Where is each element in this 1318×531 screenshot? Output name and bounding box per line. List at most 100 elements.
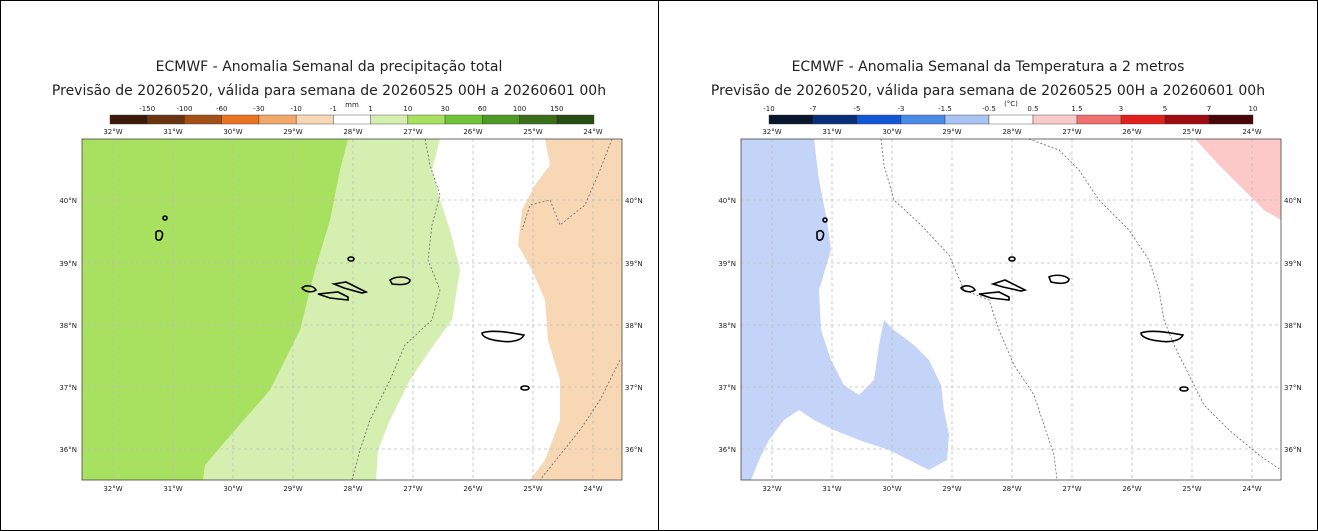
colorbar-swatch [482, 114, 520, 125]
colorbar-label: 60 [478, 105, 487, 113]
island-faial [300, 285, 318, 293]
colorbar-label: 100 [513, 105, 526, 113]
eez-boundary [880, 138, 1058, 481]
colorbar-swatch [1164, 114, 1210, 125]
map-background [741, 139, 1281, 480]
colorbar-label: -10 [763, 105, 774, 113]
colorbar-swatch [1032, 114, 1078, 125]
colorbar-label: -5 [854, 105, 861, 113]
precip-title: ECMWF - Anomalia Semanal da precipitação… [155, 59, 503, 75]
island-sao-miguel [1140, 330, 1185, 343]
temp-lon-labels-top: 32°W 31°W 30°W 29°W 28°W 27°W 26°W 25°W … [762, 128, 1261, 136]
temp-gridlines [741, 139, 1281, 480]
svg-text:26°W: 26°W [1122, 128, 1141, 136]
colorbar-label: -100 [177, 105, 193, 113]
island-pico [978, 291, 1010, 301]
svg-text:26°W: 26°W [463, 128, 482, 136]
svg-text:30°W: 30°W [882, 128, 901, 136]
colorbar-swatch [768, 114, 814, 125]
svg-text:26°W: 26°W [463, 485, 482, 493]
colorbar-label: -60 [216, 105, 227, 113]
colorbar-label: -1.5 [938, 105, 952, 113]
colorbar-swatch [556, 114, 595, 125]
temp-lat-labels-left: 40°N 39°N 38°N 37°N 36°N [718, 197, 736, 454]
colorbar-swatch [444, 114, 483, 125]
colorbar-swatch [184, 114, 222, 125]
svg-text:37°N: 37°N [718, 384, 736, 392]
svg-text:32°W: 32°W [762, 128, 781, 136]
precip-map-area [81, 138, 623, 481]
eez-boundary-south [539, 359, 621, 481]
precip-lat-labels-left: 40°N 39°N 38°N 37°N 36°N [59, 197, 77, 454]
map-border [81, 138, 623, 481]
colorbar-swatch [900, 114, 946, 125]
colorbar-swatch [519, 114, 557, 125]
svg-text:40°N: 40°N [59, 197, 77, 205]
island-terceira [388, 276, 411, 286]
island-sao-jorge [990, 279, 1028, 292]
svg-text:27°W: 27°W [1062, 485, 1081, 493]
island-graciosa [347, 256, 355, 262]
svg-text:32°W: 32°W [103, 128, 122, 136]
svg-text:40°N: 40°N [1284, 197, 1302, 205]
svg-text:36°N: 36°N [625, 446, 643, 454]
eez-boundary-east [1028, 138, 1282, 471]
svg-text:28°W: 28°W [343, 485, 362, 493]
svg-text:30°W: 30°W [223, 485, 242, 493]
svg-text:40°N: 40°N [718, 197, 736, 205]
svg-text:40°N: 40°N [625, 197, 643, 205]
eez-boundary [351, 138, 441, 481]
colorbar-label: 0.5 [1027, 105, 1038, 113]
svg-text:37°N: 37°N [1284, 384, 1302, 392]
colorbar-label: -1 [330, 105, 337, 113]
colorbar-label: 3 [1119, 105, 1123, 113]
azores-islands [155, 215, 530, 391]
svg-text:28°W: 28°W [1002, 128, 1021, 136]
island-corvo [162, 215, 168, 221]
colorbar-swatch [258, 114, 297, 125]
colorbar-label: 1 [368, 105, 372, 113]
temp-map-area [740, 138, 1282, 481]
svg-text:39°N: 39°N [59, 260, 77, 268]
island-flores [155, 230, 164, 241]
colorbar-swatch [1120, 114, 1166, 125]
colorbar-swatch [147, 114, 185, 125]
colorbar-swatch [988, 114, 1034, 125]
island-sao-jorge [331, 281, 369, 294]
island-flores [816, 230, 825, 241]
temp-subtitle: Previsão de 20260520, válida para semana… [710, 83, 1266, 99]
svg-text:31°W: 31°W [163, 128, 182, 136]
svg-text:26°W: 26°W [1122, 485, 1141, 493]
colorbar-swatch [944, 114, 990, 125]
island-faial [959, 285, 977, 293]
svg-text:25°W: 25°W [1182, 128, 1201, 136]
colorbar-label: 5 [1163, 105, 1167, 113]
colorbar-swatch [109, 114, 148, 125]
colorbar-swatch [407, 114, 446, 125]
svg-text:38°N: 38°N [1284, 322, 1302, 330]
svg-text:27°W: 27°W [403, 128, 422, 136]
island-pico [317, 291, 349, 301]
colorbar-swatch [370, 114, 409, 125]
svg-text:27°W: 27°W [403, 485, 422, 493]
svg-text:30°W: 30°W [882, 485, 901, 493]
colorbar-label: -10 [290, 105, 301, 113]
colorbar-label: 150 [550, 105, 563, 113]
colorbar-swatch [295, 114, 334, 125]
precipitation-panel: ECMWF - Anomalia Semanal da precipitação… [0, 0, 658, 531]
svg-text:24°W: 24°W [1242, 485, 1261, 493]
colorbar-label: -7 [810, 105, 817, 113]
island-terceira [1047, 274, 1070, 285]
svg-text:29°W: 29°W [283, 128, 302, 136]
precip-lat-labels-right: 40°N 39°N 38°N 37°N 36°N [625, 197, 643, 454]
svg-text:24°W: 24°W [583, 128, 602, 136]
temp-cold-anomaly-region [741, 139, 949, 480]
temp-title: ECMWF - Anomalia Semanal da Temperatura … [791, 59, 1185, 75]
svg-text:28°W: 28°W [1002, 485, 1021, 493]
svg-text:38°N: 38°N [718, 322, 736, 330]
svg-text:24°W: 24°W [1242, 128, 1261, 136]
map-border [740, 138, 1282, 481]
